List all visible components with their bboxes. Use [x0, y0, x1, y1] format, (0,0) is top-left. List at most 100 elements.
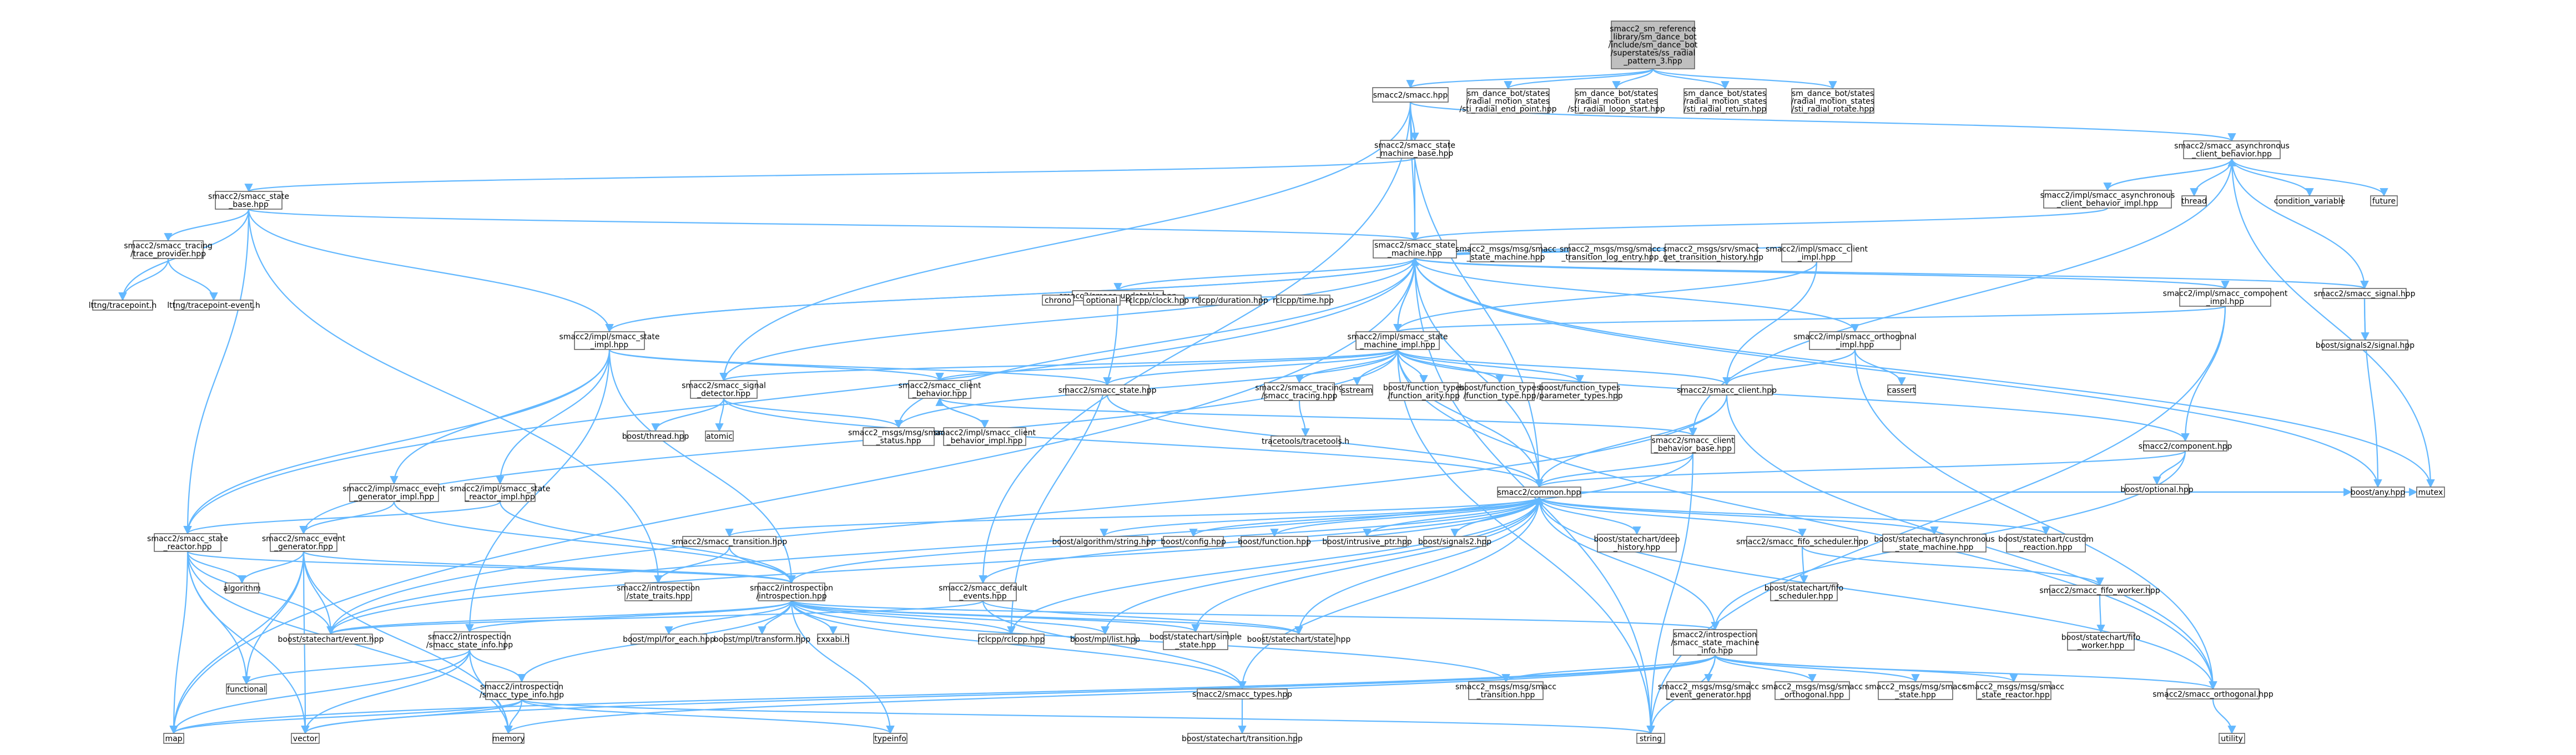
header-node-sc-simple-state[interactable]: boost/statechart/simple_state.hpp [1150, 631, 1242, 650]
header-node-st-radial-return[interactable]: sm_dance_bot/states/radial_motion_states… [1683, 88, 1767, 114]
header-node-map[interactable]: map [163, 733, 184, 744]
header-node-msg-status[interactable]: smacc2_msgs/msg/smacc_status.hpp [848, 427, 949, 446]
header-node-future[interactable]: future [2370, 195, 2398, 206]
header-node-vector[interactable]: vector [291, 733, 320, 744]
header-node-msg-state-reactor[interactable]: smacc2_msgs/msg/smacc_state_reactor.hpp [1963, 681, 2064, 700]
header-node-optional[interactable]: optional [1083, 295, 1121, 306]
header-node-msg-sm[interactable]: smacc2_msgs/msg/smacc_state_machine.hpp [1455, 244, 1556, 262]
header-node-state-machine[interactable]: smacc2/smacc_state_machine.hpp [1373, 240, 1457, 259]
header-node-msg-transition[interactable]: smacc2_msgs/msg/smacc_transition.hpp [1455, 681, 1556, 700]
header-node-client-behavior[interactable]: smacc2/smacc_client_behavior.hpp [899, 380, 981, 399]
header-node-rclcpp-duration[interactable]: rclcpp/duration.hpp [1192, 295, 1268, 306]
header-node-lttng-tpe[interactable]: lttng/tracepoint-event.h [167, 300, 260, 311]
header-node-msg-tle[interactable]: smacc2_msgs/msg/smacc_transition_log_ent… [1560, 244, 1661, 262]
header-node-boost-function[interactable]: boost/function.hpp [1238, 536, 1311, 547]
header-node-st-radial-loop[interactable]: sm_dance_bot/states/radial_motion_states… [1567, 88, 1665, 114]
header-node-component-impl[interactable]: smacc2/impl/smacc_component_impl.hpp [2163, 288, 2288, 307]
header-node-sc-deep-history[interactable]: boost/statechart/deep_history.hpp [1594, 534, 1680, 553]
header-node-atomic[interactable]: atomic [705, 430, 734, 442]
header-node-cb-impl[interactable]: smacc2/impl/smacc_client_behavior_impl.h… [934, 427, 1036, 446]
header-node-boost-intrusive[interactable]: boost/intrusive_ptr.hpp [1322, 536, 1412, 547]
header-node-thread[interactable]: thread [2181, 195, 2207, 206]
header-node-reactor-impl[interactable]: smacc2/impl/smacc_state_reactor_impl.hpp [450, 483, 551, 502]
header-node-tracing-hpp[interactable]: smacc2/smacc_tracing/smacc_tracing.hpp [1255, 382, 1344, 401]
header-node-utility[interactable]: utility [2219, 733, 2245, 744]
header-node-sc-state[interactable]: boost/statechart/state.hpp [1247, 634, 1351, 645]
header-node-rclcpp-time[interactable]: rclcpp/time.hpp [1273, 295, 1334, 306]
header-node-sc-custom-reaction[interactable]: boost/statechart/custom_reaction.hpp [1998, 534, 2094, 553]
header-node-state-impl[interactable]: smacc2/impl/smacc_state_impl.hpp [559, 331, 660, 350]
header-node-boost-thread[interactable]: boost/thread.hpp [622, 430, 689, 442]
header-node-sc-fifo-worker[interactable]: boost/statechart/fifo_worker.hpp [2061, 632, 2140, 651]
header-node-tracing-tp[interactable]: smacc2/smacc_tracing/trace_provider.hpp [124, 240, 213, 259]
header-node-intro-state-info[interactable]: smacc2/introspection/smacc_state_info.hp… [426, 631, 513, 650]
header-node-bf-param[interactable]: boost/function_types/parameter_types.hpp [1536, 382, 1623, 401]
header-node-sm-base[interactable]: smacc2/smacc_state_machine_base.hpp [1374, 140, 1455, 159]
header-node-boost-signals2-signal[interactable]: boost/signals2/signal.hpp [2316, 340, 2414, 351]
header-node-client-impl[interactable]: smacc2/impl/smacc_client_impl.hpp [1766, 244, 1868, 262]
header-node-srv-gth[interactable]: smacc2_msgs/srv/smacc_get_transition_his… [1658, 244, 1763, 262]
header-node-async-cb[interactable]: smacc2/smacc_asynchronous_client_behavio… [2174, 140, 2290, 159]
header-node-fifo-scheduler[interactable]: smacc2/smacc_fifo_scheduler.hpp [1736, 536, 1868, 547]
header-node-fifo-worker[interactable]: smacc2/smacc_fifo_worker.hpp [2039, 585, 2160, 596]
header-node-sstream[interactable]: sstream [1341, 384, 1373, 396]
header-node-mpl-list[interactable]: boost/mpl/list.hpp [1070, 634, 1140, 645]
header-node-smacc-hpp[interactable]: smacc2/smacc.hpp [1372, 87, 1449, 103]
header-node-st-radial-end[interactable]: sm_dance_bot/states/radial_motion_states… [1459, 88, 1557, 114]
header-node-cb-base[interactable]: smacc2/smacc_client_behavior_base.hpp [1651, 435, 1735, 454]
header-node-sc-fifo-scheduler[interactable]: boost/statechart/fifo_scheduler.hpp [1765, 582, 1843, 601]
header-node-bf-type[interactable]: boost/function_types/function_type.hpp [1459, 382, 1540, 401]
header-node-msg-event-gen[interactable]: smacc2_msgs/msg/smacc_event_generator.hp… [1658, 681, 1759, 700]
header-node-state-reactor[interactable]: smacc2/smacc_state_reactor.hpp [147, 533, 228, 552]
header-node-orthogonal-impl[interactable]: smacc2/impl/smacc_orthogonal_impl.hpp [1793, 331, 1917, 350]
header-node-state-base[interactable]: smacc2/smacc_state_base.hpp [208, 191, 289, 210]
header-node-boost-signals2[interactable]: boost/signals2.hpp [1418, 536, 1491, 547]
header-node-event-gen-impl[interactable]: smacc2/impl/smacc_event_generator_impl.h… [342, 483, 446, 502]
header-node-msg-state[interactable]: smacc2_msgs/msg/smacc_state.hpp [1865, 681, 1966, 700]
header-node-st-radial-rotate[interactable]: sm_dance_bot/states/radial_motion_states… [1791, 88, 1874, 114]
header-node-event-gen[interactable]: smacc2/smacc_event_generator.hpp [262, 533, 346, 552]
header-node-typeinfo[interactable]: typeinfo [873, 733, 908, 744]
header-node-component-hpp[interactable]: smacc2/component.hpp [2139, 440, 2232, 452]
header-node-algorithm[interactable]: algorithm [223, 582, 261, 594]
header-node-boost-any[interactable]: boost/any.hpp [2351, 487, 2405, 498]
header-node-mpl-for-each[interactable]: boost/mpl/for_each.hpp [623, 634, 715, 645]
header-node-orthogonal-hpp[interactable]: smacc2/smacc_orthogonal.hpp [2152, 688, 2273, 700]
header-node-chrono[interactable]: chrono [1042, 295, 1074, 306]
header-node-cassert[interactable]: cassert [1887, 384, 1916, 396]
header-node-bf-arity[interactable]: boost/function_types/function_arity.hpp [1383, 382, 1464, 401]
header-node-default-events[interactable]: smacc2/smacc_default_events.hpp [939, 582, 1027, 601]
header-node-signal-hpp[interactable]: smacc2/smacc_signal.hpp [2314, 288, 2416, 299]
header-node-signal-detector[interactable]: smacc2/smacc_signal_detector.hpp [682, 380, 766, 399]
header-node-introspection[interactable]: smacc2/introspection/introspection.hpp [750, 582, 833, 601]
header-node-sc-event[interactable]: boost/statechart/event.hpp [278, 634, 384, 645]
header-node-boost-algo-string[interactable]: boost/algorithm/string.hpp [1052, 536, 1156, 547]
header-node-transition[interactable]: smacc2/smacc_transition.hpp [672, 536, 787, 547]
header-node-rclcpp-clock[interactable]: rclcpp/clock.hpp [1126, 295, 1189, 306]
header-node-async-cb-impl[interactable]: smacc2/impl/smacc_asynchronous_client_be… [2040, 190, 2175, 209]
header-node-intro-type-info[interactable]: smacc2/introspection/smacc_type_info.hpp [480, 681, 564, 700]
header-node-cxxabi[interactable]: cxxabi.h [817, 634, 850, 645]
header-node-intro-sm-info[interactable]: smacc2/introspection/smacc_state_machine… [1671, 629, 1760, 656]
header-node-memory[interactable]: memory [492, 733, 525, 744]
header-node-functional[interactable]: functional [226, 683, 267, 695]
header-node-boost-config[interactable]: boost/config.hpp [1161, 536, 1226, 547]
header-node-sc-async-sm[interactable]: boost/statechart/asynchronous_state_mach… [1874, 534, 1995, 553]
header-node-client-hpp[interactable]: smacc2/smacc_client.hpp [1677, 384, 1777, 396]
header-node-mutex[interactable]: mutex [2416, 487, 2445, 498]
header-node-types-hpp[interactable]: smacc2/smacc_types.hpp [1192, 688, 1292, 700]
header-node-state-hpp[interactable]: smacc2/smacc_state.hpp [1058, 384, 1157, 396]
header-node-string[interactable]: string [1636, 733, 1665, 744]
header-node-intro-state-traits[interactable]: smacc2/introspection/state_traits.hpp [617, 582, 700, 601]
header-node-rclcpp[interactable]: rclcpp/rclcpp.hpp [978, 634, 1045, 645]
header-node-condvar[interactable]: condition_variable [2274, 195, 2345, 206]
header-node-lttng-tp[interactable]: lttng/tracepoint.h [89, 300, 157, 311]
header-node-mpl-transform[interactable]: boost/mpl/transform.hpp [714, 634, 810, 645]
header-node-tracetools[interactable]: tracetools/tracetools.h [1262, 435, 1349, 447]
header-node-common[interactable]: smacc2/common.hpp [1497, 487, 1581, 498]
header-node-boost-optional[interactable]: boost/optional.hpp [2120, 484, 2194, 495]
header-node-msg-orthogonal[interactable]: smacc2_msgs/msg/smacc_orthogonal.hpp [1762, 681, 1863, 700]
header-node-sm-impl[interactable]: smacc2/impl/smacc_state_machine_impl.hpp [1348, 331, 1448, 350]
header-node-sc-transition[interactable]: boost/statechart/transition.hpp [1182, 733, 1303, 744]
header-node-root[interactable]: smacc2_sm_reference_library/sm_dance_bot… [1609, 21, 1698, 69]
